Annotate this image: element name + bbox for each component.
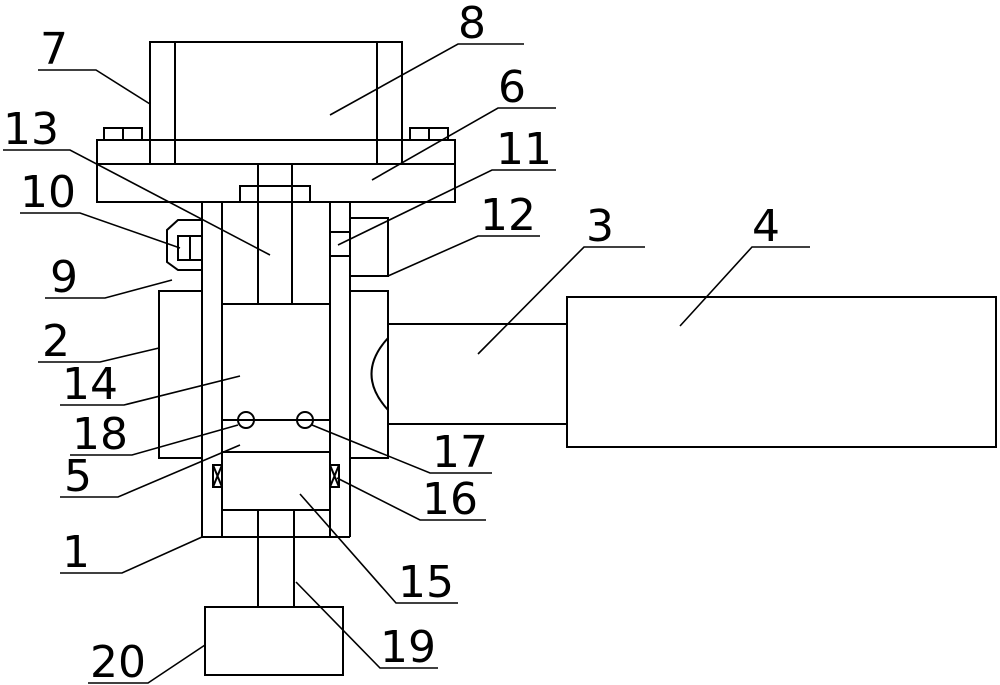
leader-2 xyxy=(38,347,160,363)
leader-3 xyxy=(477,246,645,355)
leader-17 xyxy=(311,424,492,474)
label-4: 4 xyxy=(752,201,780,252)
label-6: 6 xyxy=(498,62,526,113)
label-17: 17 xyxy=(432,427,488,478)
label-8: 8 xyxy=(458,0,486,49)
part-4-actuator xyxy=(566,296,997,448)
shaft-nut xyxy=(239,185,311,203)
part-15-slider xyxy=(221,451,331,511)
part-3-arm-curve xyxy=(370,337,389,411)
leader-1 xyxy=(60,536,203,574)
leader-14 xyxy=(60,375,241,406)
part-19-rod xyxy=(257,509,295,608)
label-7: 7 xyxy=(40,24,68,75)
part-20-base xyxy=(204,606,344,676)
label-20: 20 xyxy=(90,637,146,685)
leader-10 xyxy=(20,212,181,249)
leader-8 xyxy=(329,43,524,116)
label-10: 10 xyxy=(20,167,76,218)
part-18-ball xyxy=(237,411,255,429)
label-1: 1 xyxy=(62,527,90,578)
label-9: 9 xyxy=(50,252,78,303)
leader-15 xyxy=(299,493,458,604)
leader-6 xyxy=(371,107,556,181)
label-12: 12 xyxy=(480,190,536,241)
label-2: 2 xyxy=(42,316,70,367)
label-13: 13 xyxy=(3,104,59,155)
label-18: 18 xyxy=(72,409,128,460)
leader-9 xyxy=(45,279,173,299)
leader-5 xyxy=(60,444,241,498)
part-8-housing xyxy=(149,41,403,165)
part-11-right-pin xyxy=(329,231,351,257)
part-16-seal-left xyxy=(212,464,223,488)
label-11: 11 xyxy=(496,124,552,175)
label-5: 5 xyxy=(64,451,92,502)
leader-19 xyxy=(295,581,438,669)
leader-4 xyxy=(679,246,810,327)
leader-11 xyxy=(337,169,556,246)
right-side-housing xyxy=(350,290,389,459)
label-19: 19 xyxy=(380,622,436,673)
leader-18 xyxy=(70,424,239,456)
label-14: 14 xyxy=(62,359,118,410)
leader-16 xyxy=(336,477,486,521)
label-15: 15 xyxy=(398,557,454,608)
part-16-seal-right xyxy=(329,464,340,488)
part-12-right-block xyxy=(350,217,389,277)
part-16-seal-left-x2 xyxy=(212,464,223,488)
leader-12 xyxy=(387,235,540,277)
label-16: 16 xyxy=(422,474,478,525)
part-2-left-sleeve xyxy=(158,290,202,459)
part-17-ball xyxy=(296,411,314,429)
part-9-left-block xyxy=(166,219,202,271)
leader-13 xyxy=(3,149,271,256)
leader-20 xyxy=(88,644,206,684)
part-16-seal-right-x2 xyxy=(329,464,340,488)
label-3: 3 xyxy=(586,201,614,252)
leader-7 xyxy=(38,69,151,105)
